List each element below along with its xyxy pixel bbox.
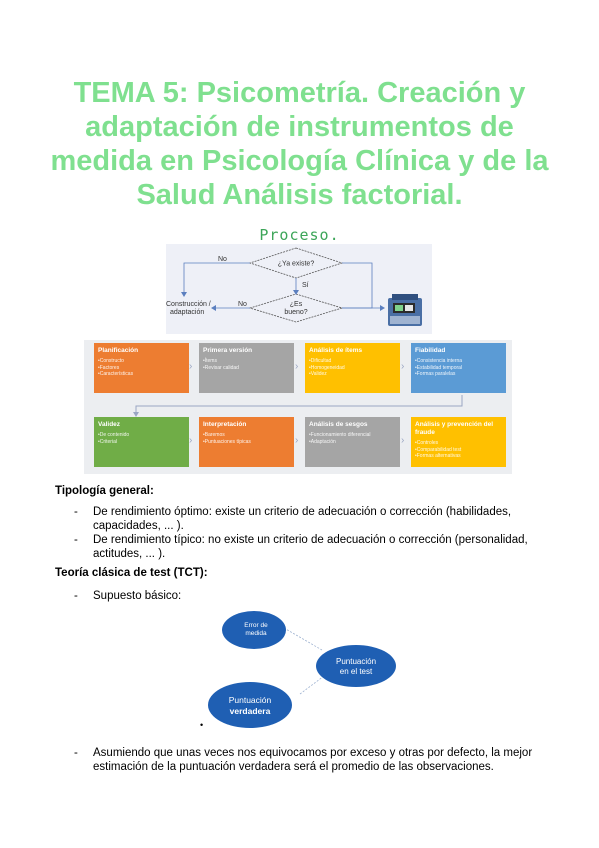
arrow-right-icon: › xyxy=(295,361,299,372)
no-top-label: No xyxy=(218,256,227,263)
yes-connector xyxy=(342,262,373,309)
stage-analisis-items: Análisis de ítems •Dificultad•Homogeneid… xyxy=(305,343,400,393)
no-left-label: No xyxy=(238,301,247,308)
tipologia-heading: Tipología general: xyxy=(55,485,154,497)
stage-analisis-sesgos: Análisis de sesgos •Funcionamiento difer… xyxy=(305,417,400,467)
puntuacion-verdadera-ellipse xyxy=(208,682,292,728)
test-machine-icon xyxy=(388,294,422,326)
stage-items: •Controles•Comparabilidad test•Formas al… xyxy=(415,440,462,459)
stage-items: •Ítems•Revisar calidad xyxy=(203,358,239,371)
device-arrowhead xyxy=(380,305,385,311)
bullet-text-line-2: actitudes, ... ). xyxy=(93,548,166,560)
q2-text-2: bueno? xyxy=(284,309,307,316)
stage-fraude: Análisis y prevención del fraude •Contro… xyxy=(411,417,506,467)
no-left-arrowhead xyxy=(211,305,216,311)
arrow-right-icon: › xyxy=(401,361,405,372)
stage-items: •Consistencia interna•Estabilidad tempor… xyxy=(415,358,463,377)
return-connector xyxy=(133,395,463,417)
process-flowchart-svg: ¿Ya existe? ¿Es bueno? No Sí No Construc… xyxy=(166,247,422,326)
verdadera-connector xyxy=(299,675,325,695)
puntuacion-verdadera-label-2: verdadera xyxy=(230,706,271,716)
stage-name: Validez xyxy=(98,421,121,428)
si-arrowhead xyxy=(293,290,299,295)
error-connector xyxy=(283,627,323,651)
tct-heading: Teoría clásica de test (TCT): xyxy=(55,567,208,579)
arrow-right-icon: › xyxy=(401,435,405,446)
bullet-dash: - xyxy=(74,747,78,759)
stage-interpretacion: Interpretación •Baremos•Puntuaciones típ… xyxy=(199,417,294,467)
arrow-right-icon: › xyxy=(295,435,299,446)
no-top-connector xyxy=(183,262,250,294)
stage-items: •De contenido•Criterial xyxy=(98,432,130,445)
stage-name: Análisis de ítems xyxy=(309,347,363,354)
puntuacion-test-label-2: en el test xyxy=(340,667,373,676)
bullet-text-line-1: De rendimiento típico: no existe un crit… xyxy=(93,534,528,546)
supuesto-text: Supuesto básico: xyxy=(93,590,182,602)
list-item: - Asumiendo que unas veces nos equivocam… xyxy=(74,746,544,774)
stage-fiabilidad: Fiabilidad •Consistencia interna•Estabil… xyxy=(411,343,506,393)
page-title: TEMA 5: Psicometría. Creación y adaptaci… xyxy=(30,76,569,212)
tct-diagram-svg: Error de medida Puntuación en el test Pu… xyxy=(208,611,396,728)
bullet-dash: - xyxy=(74,534,78,546)
list-item: - De rendimiento óptimo: existe un crite… xyxy=(74,505,544,533)
construccion-label: Construcción / xyxy=(166,301,211,308)
proceso-heading: Proceso. xyxy=(259,226,340,244)
stage-name: Primera versión xyxy=(203,347,253,354)
error-medida-ellipse xyxy=(222,611,286,649)
stage-name: Análisis y prevención del fraude xyxy=(415,421,494,436)
arrow-right-icon: › xyxy=(189,435,193,446)
stages-diagram: Planificación •Constructo•Factores•Carac… xyxy=(84,340,512,474)
stage-planificacion: Planificación •Constructo•Factores•Carac… xyxy=(94,343,189,393)
bullet-dash: - xyxy=(74,506,78,518)
bullet-dash: - xyxy=(74,590,78,602)
tct-diagram: Error de medida Puntuación en el test Pu… xyxy=(204,606,420,734)
title-line-2: adaptación de instrumentos de xyxy=(85,111,514,143)
stage-items: •Funcionamiento diferencial•Adaptación xyxy=(309,432,371,445)
title-line-1: TEMA 5: Psicometría. Creación y xyxy=(73,77,526,109)
conclusion-line-2: estimación de la puntuación verdadera se… xyxy=(93,761,494,773)
process-flowchart: ¿Ya existe? ¿Es bueno? No Sí No Construc… xyxy=(166,244,432,334)
error-medida-label-2: medida xyxy=(245,630,267,637)
bullet-text-line-2: capacidades, ... ). xyxy=(93,520,184,532)
title-line-4: Salud Análisis factorial. xyxy=(136,179,463,211)
stray-dot: • xyxy=(200,720,204,730)
stage-items: •Dificultad•Homogeneidad•Validez xyxy=(309,358,345,377)
list-item: - Supuesto básico: xyxy=(74,589,274,603)
list-item: - De rendimiento típico: no existe un cr… xyxy=(74,533,544,561)
puntuacion-test-label-1: Puntuación xyxy=(336,657,376,666)
stage-name: Análisis de sesgos xyxy=(309,421,368,428)
adaptacion-label: adaptación xyxy=(170,309,204,316)
stage-primera-version: Primera versión •Ítems•Revisar calidad xyxy=(199,343,294,393)
puntuacion-verdadera-label-1: Puntuación xyxy=(229,695,272,705)
q1-text: ¿Ya existe? xyxy=(278,261,315,268)
stage-name: Interpretación xyxy=(203,421,247,428)
q2-text-1: ¿Es xyxy=(290,301,303,308)
no-top-arrowhead xyxy=(181,292,187,297)
conclusion-line-1: Asumiendo que unas veces nos equivocamos… xyxy=(93,747,533,759)
stage-name: Planificación xyxy=(98,347,139,354)
stage-items: •Baremos•Puntuaciones típicas xyxy=(203,432,251,445)
bullet-text-line-1: De rendimiento óptimo: existe un criteri… xyxy=(93,506,512,518)
stage-validez: Validez •De contenido•Criterial xyxy=(94,417,189,467)
si-label: Sí xyxy=(302,282,309,289)
title-line-3: medida en Psicología Clínica y de la xyxy=(50,145,549,177)
diamond-es-bueno xyxy=(248,293,344,323)
puntuacion-test-ellipse xyxy=(316,645,396,687)
arrow-right-icon: › xyxy=(189,361,193,372)
stage-name: Fiabilidad xyxy=(415,347,446,354)
stage-items: •Constructo•Factores•Características xyxy=(98,358,134,377)
error-medida-label-1: Error de xyxy=(244,622,268,629)
